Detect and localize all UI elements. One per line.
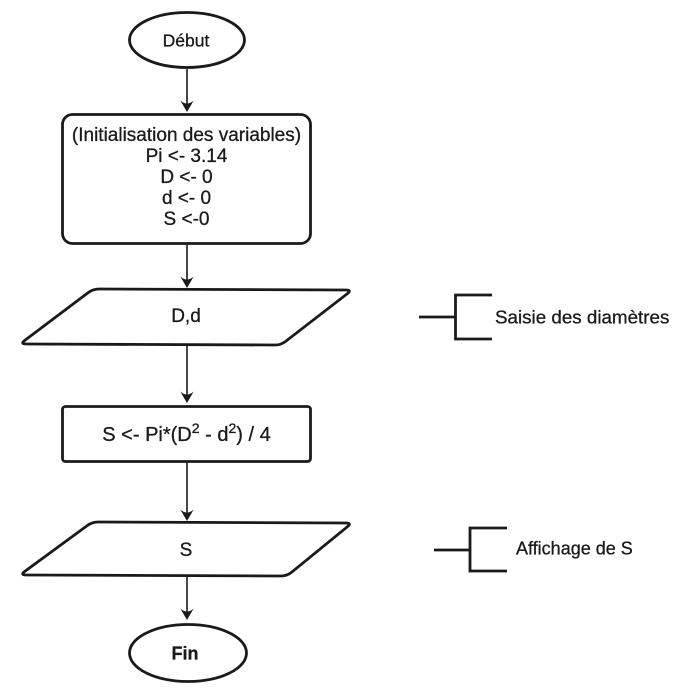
- svg-text:D <- 0: D <- 0: [160, 167, 212, 188]
- svg-text:S <-0: S <-0: [164, 209, 210, 230]
- svg-text:S <- Pi*(D2 - d2) / 4: S <- Pi*(D2 - d2) / 4: [102, 420, 270, 446]
- svg-text:Pi <- 3.14: Pi <- 3.14: [146, 146, 228, 167]
- svg-text:Début: Début: [163, 31, 210, 51]
- svg-text:Affichage de S: Affichage de S: [516, 539, 633, 559]
- svg-text:Saisie des diamètres: Saisie des diamètres: [495, 307, 669, 328]
- svg-text:(Initialisation des variables): (Initialisation des variables): [72, 125, 301, 146]
- svg-text:d <- 0: d <- 0: [162, 188, 211, 209]
- svg-text:D,d: D,d: [171, 306, 201, 327]
- svg-text:Fin: Fin: [172, 644, 199, 664]
- svg-text:S: S: [180, 540, 193, 561]
